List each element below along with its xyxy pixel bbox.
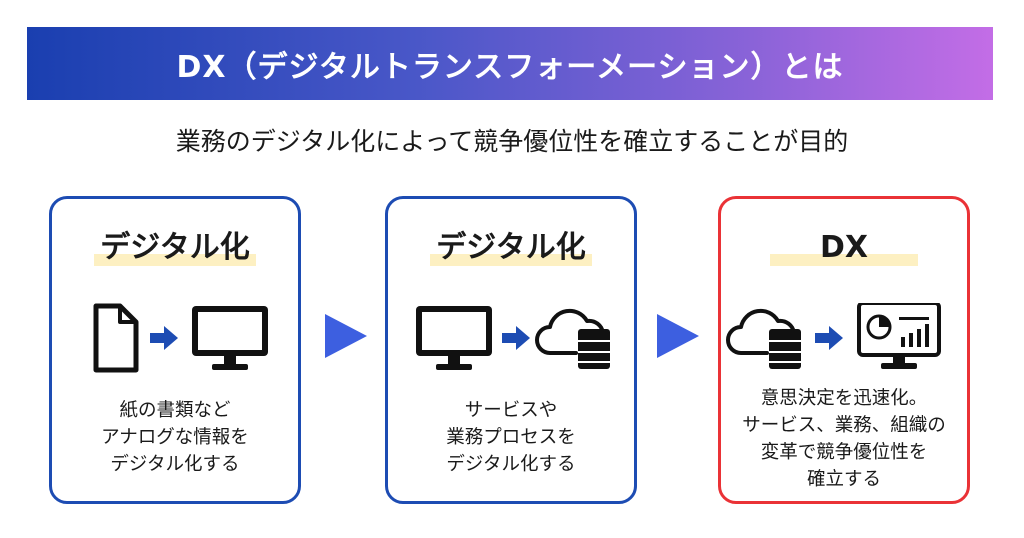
card-title: DX — [721, 229, 967, 269]
monitor-icon — [416, 306, 492, 370]
header-banner: DX（デジタルトランスフォーメーション）とは — [27, 27, 993, 100]
card-icons — [416, 306, 610, 370]
card-title-text: DX — [769, 229, 919, 269]
step-arrow-icon — [657, 314, 699, 358]
document-icon — [93, 303, 139, 373]
card-title: デジタル化 — [52, 229, 298, 269]
card-description: 意思決定を迅速化。 サービス、業務、組織の 変革で競争優位性を 確立する — [742, 388, 946, 490]
card-title-text: デジタル化 — [430, 229, 592, 269]
arrow-right-icon — [502, 326, 530, 350]
analytics-dashboard-icon — [857, 303, 941, 369]
cloud-database-icon — [726, 308, 801, 369]
card-icons — [93, 303, 268, 373]
step-card-dx: DX 意思決定を迅速化。 サービス、業務、組織の 変革で競争優位性を 確立する — [718, 196, 970, 504]
arrow-right-icon — [815, 326, 843, 350]
cloud-database-icon — [535, 308, 610, 369]
arrow-right-icon — [150, 326, 178, 350]
step-card-digitization-2: デジタル化 サービスや 業務プロセスを デジタル化する — [385, 196, 637, 504]
monitor-icon — [192, 306, 268, 370]
card-description: サービスや 業務プロセスを デジタル化する — [446, 400, 576, 475]
step-card-digitization-1: デジタル化 紙の書類など アナログな情報を デジタル化する — [49, 196, 301, 504]
card-description: 紙の書類など アナログな情報を デジタル化する — [101, 400, 249, 475]
step-arrow-icon — [325, 314, 367, 358]
page-title: DX（デジタルトランスフォーメーション）とは — [176, 49, 844, 85]
card-title: デジタル化 — [388, 229, 634, 269]
subtitle: 業務のデジタル化によって競争優位性を確立することが目的 — [175, 127, 849, 156]
card-title-text: デジタル化 — [94, 229, 256, 269]
card-icons — [726, 303, 941, 369]
